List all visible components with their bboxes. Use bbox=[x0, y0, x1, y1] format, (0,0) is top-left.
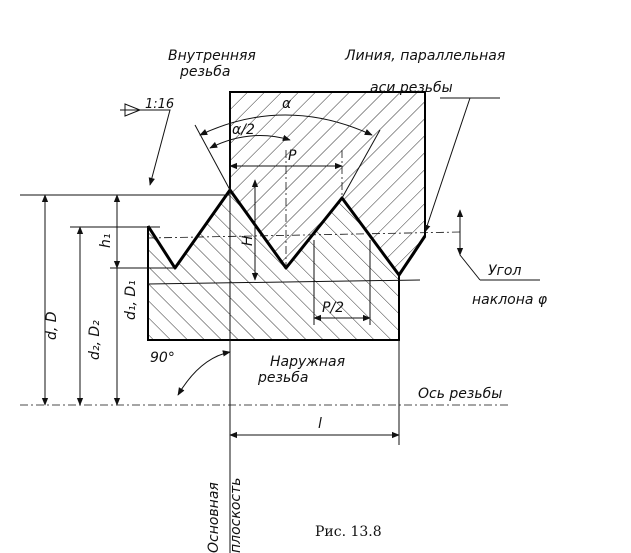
axis-label: Ось резьбы bbox=[418, 386, 502, 402]
d-D-label: d, D bbox=[44, 311, 60, 340]
h1-label: h₁ bbox=[98, 234, 114, 249]
taper-leader bbox=[120, 109, 171, 186]
H-label: H bbox=[240, 235, 256, 246]
external-thread-body bbox=[148, 190, 399, 340]
d1-D1-label: d₁, D₁ bbox=[123, 280, 139, 320]
taper-label: 1:16 bbox=[145, 97, 174, 112]
angle-label-1: Угол bbox=[488, 263, 521, 279]
pitch-line bbox=[147, 231, 461, 239]
alpha-half-label: α/2 bbox=[232, 122, 255, 138]
half-pitch-label: P/2 bbox=[322, 300, 344, 316]
internal-thread-label-2: резьба bbox=[179, 64, 230, 80]
parallel-line-label-2: аси резьбы bbox=[370, 80, 453, 96]
figure-caption: Рис. 13.8 bbox=[315, 524, 382, 540]
taper-symbol bbox=[124, 103, 142, 117]
angle-leader bbox=[459, 254, 481, 281]
base-plane-label-2: плоскость bbox=[228, 478, 244, 553]
right-angle-arc bbox=[177, 350, 231, 396]
length-label: l bbox=[318, 416, 322, 432]
d2-D2-label: d₂, D₂ bbox=[87, 320, 103, 360]
external-thread-outline bbox=[147, 226, 400, 341]
alpha-arc bbox=[199, 114, 373, 136]
external-thread-label-2: резьба bbox=[257, 370, 308, 386]
parallel-line-label-1: Линия, параллельная bbox=[344, 48, 505, 64]
root-line bbox=[147, 279, 421, 285]
internal-thread-label-1: Внутренняя bbox=[168, 48, 256, 64]
pitch-label: P bbox=[288, 148, 297, 164]
right-angle-label: 90° bbox=[150, 350, 175, 366]
base-plane-label-1: Основная bbox=[206, 482, 222, 553]
flank-ext-left bbox=[194, 124, 231, 191]
parallel-leader bbox=[424, 97, 471, 233]
flank-ext-right bbox=[341, 129, 381, 199]
external-thread-label-1: Наружная bbox=[270, 354, 345, 370]
angle-label-2: наклона φ bbox=[472, 292, 548, 308]
alpha-half-arc bbox=[209, 134, 291, 149]
alpha-label: α bbox=[282, 96, 292, 112]
